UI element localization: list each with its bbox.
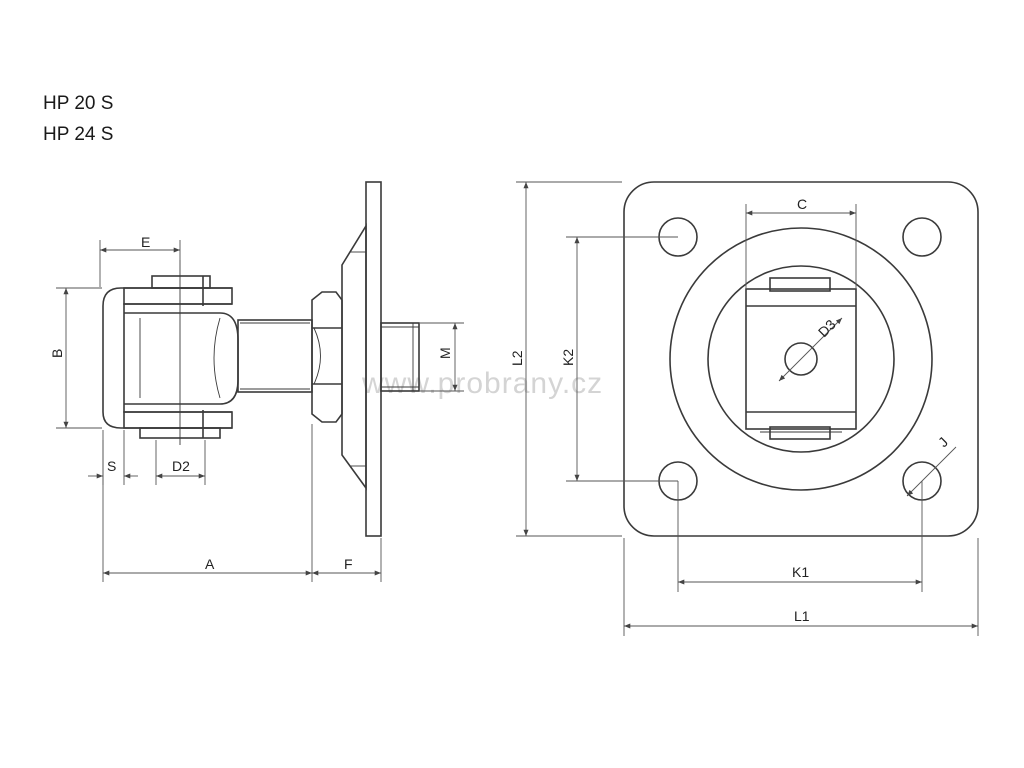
dimension-e: E — [99, 234, 181, 287]
dimension-f: F — [312, 538, 382, 582]
label-c: C — [797, 196, 807, 212]
label-k2: K2 — [560, 349, 576, 366]
hinge-eye — [102, 275, 239, 439]
thread-end — [380, 322, 420, 392]
label-s: S — [107, 458, 116, 474]
dimension-l1: L1 — [623, 538, 979, 636]
bolt-shaft — [237, 319, 313, 393]
dimension-d2: D2 — [155, 440, 206, 485]
dimension-k1: K1 — [677, 481, 923, 592]
inner-ring — [707, 265, 895, 453]
label-f: F — [344, 556, 353, 572]
label-l2: L2 — [509, 350, 525, 366]
dimension-l2: L2 — [509, 181, 622, 537]
dimension-k2: K2 — [560, 236, 678, 482]
dimension-a: A — [102, 424, 313, 582]
label-j: J — [935, 434, 951, 450]
dimension-s: S — [88, 430, 138, 485]
outer-ring — [669, 227, 933, 491]
mount-hole-top-right — [902, 217, 942, 257]
label-m: M — [437, 347, 453, 359]
label-e: E — [141, 234, 150, 250]
nut — [311, 291, 343, 423]
label-a: A — [205, 556, 215, 572]
square-plate — [623, 181, 979, 537]
label-b: B — [49, 349, 65, 358]
model-title-hp20s: HP 20 S — [43, 93, 114, 114]
dimension-m: M — [420, 322, 464, 392]
model-title-hp24s: HP 24 S — [43, 124, 114, 145]
base-plate — [341, 181, 382, 537]
dimension-b: B — [49, 287, 102, 429]
label-d2: D2 — [172, 458, 190, 474]
watermark: www.probrany.cz — [361, 367, 603, 400]
front-view: C D3 J L2 K2 — [509, 181, 979, 636]
side-view: E B S D2 A — [49, 181, 464, 582]
dimension-c: C — [745, 196, 857, 289]
label-k1: K1 — [792, 564, 809, 580]
label-l1: L1 — [794, 608, 810, 624]
